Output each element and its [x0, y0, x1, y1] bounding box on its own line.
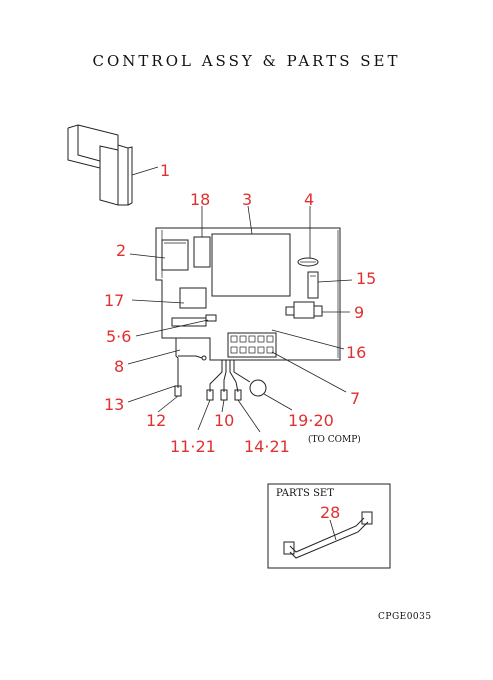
callout-17: 17: [104, 291, 124, 310]
lower-wires-part: [206, 360, 267, 401]
callout-9: 9: [354, 303, 364, 322]
cable-harness-part: [174, 338, 207, 397]
callout-11-21: 11·21: [170, 437, 216, 456]
callout-19-20: 19·20: [288, 411, 334, 430]
control-panel: [155, 227, 341, 361]
callout-16: 16: [346, 343, 366, 362]
callout-15: 15: [356, 269, 376, 288]
relay-part: [193, 236, 211, 268]
component-15-part: [307, 271, 319, 299]
callout-1: 1: [160, 161, 170, 180]
bracket-part: [67, 124, 133, 206]
transformer-part: [161, 239, 189, 271]
callout-28: 28: [320, 503, 340, 522]
terminal-strip-part: [227, 332, 277, 358]
sensor-part: [171, 314, 217, 327]
callout-13: 13: [104, 395, 124, 414]
callout-3: 3: [242, 190, 252, 209]
main-board-part: [211, 233, 291, 297]
callout-18: 18: [190, 190, 210, 209]
callout-4: 4: [304, 190, 314, 209]
callout-5-6: 5·6: [106, 327, 131, 346]
connector-block-part: [285, 301, 323, 319]
parts-set-label: PARTS SET: [276, 488, 334, 499]
drawing-code: CPGE0035: [378, 612, 432, 622]
box-part: [179, 287, 207, 309]
callout-14-21: 14·21: [244, 437, 290, 456]
parts-set-box: PARTS SET 28: [267, 483, 391, 569]
callout-8: 8: [114, 357, 124, 376]
callout-numbers: 1 18 3 4 2 15 17 9 5·6 16 8 7 13 12 10 1…: [104, 161, 376, 456]
to-comp-note: (TO COMP): [308, 434, 361, 445]
leader-lines: [127, 166, 353, 433]
callout-10: 10: [214, 411, 234, 430]
callout-12: 12: [146, 411, 166, 430]
fuse-part: [297, 257, 319, 267]
callout-2: 2: [116, 241, 126, 260]
callout-7: 7: [350, 389, 360, 408]
diagram-title: CONTROL ASSY & PARTS SET: [92, 52, 401, 70]
